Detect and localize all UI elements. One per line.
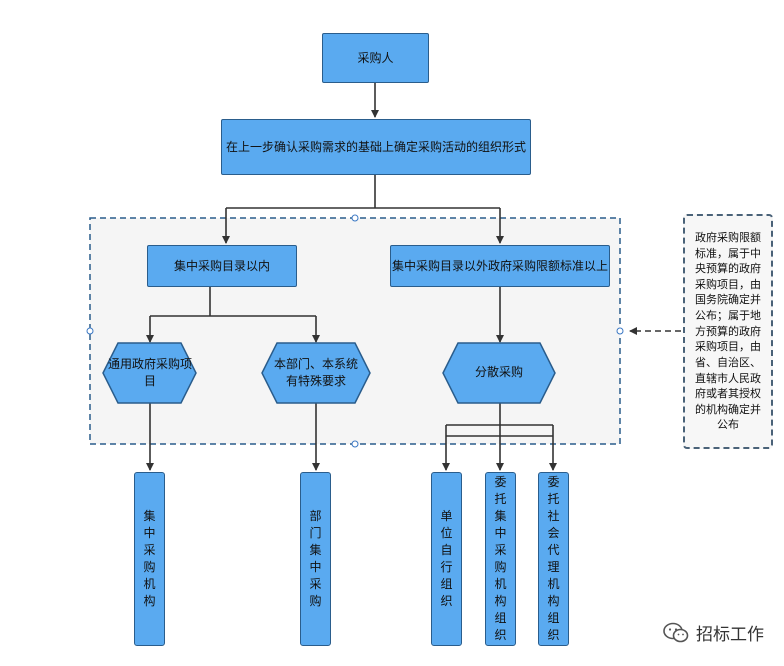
vertical-char: 构 — [494, 594, 507, 609]
vertical-char: 代 — [547, 542, 560, 557]
vertical-char: 织 — [494, 628, 507, 643]
vertical-char: 集 — [309, 542, 322, 557]
vertical-char: 中 — [309, 560, 322, 574]
watermark: 招标工作 — [662, 620, 764, 645]
node-general-items-label: 通用政府采购项目 — [108, 356, 193, 388]
vertical-char: 织 — [547, 628, 560, 643]
vertical-char: 机 — [143, 577, 156, 592]
vertical-char: 机 — [494, 577, 507, 592]
vertical-char: 购 — [494, 560, 507, 574]
hex-special-requirements — [261, 342, 371, 404]
watermark-text: 招标工作 — [696, 625, 764, 645]
vertical-char: 组 — [547, 611, 560, 626]
vertical-char: 中 — [143, 525, 156, 540]
vertical-char: 购 — [143, 560, 156, 574]
vertical-char: 托 — [547, 491, 560, 506]
vertical-char: 构 — [547, 594, 560, 609]
limit-standard-note: 政府采购限额标准，属于中央预算的政府采购项目，由国务院确定并公布；属于地方预算的… — [683, 214, 773, 449]
node-confirm-form: 在上一步确认采购需求的基础上确定采购活动的组织形式 — [221, 119, 531, 175]
vertical-char: 构 — [143, 594, 156, 609]
vertical-char: 组 — [494, 611, 507, 626]
vertical-char: 行 — [440, 560, 453, 574]
node-outside-catalog: 集中采购目录以外政府采购限额标准以上 — [390, 245, 610, 287]
vertical-char: 单 — [440, 508, 453, 523]
node-within-catalog: 集中采购目录以内 — [147, 245, 297, 287]
node-entrust-central: 委托集中采购机构组织 — [485, 472, 516, 646]
vertical-char: 组 — [440, 577, 453, 592]
hex-general-items — [102, 342, 197, 404]
vertical-char: 集 — [494, 508, 507, 523]
vertical-char: 采 — [143, 542, 156, 557]
vertical-char: 托 — [494, 491, 507, 506]
vertical-char: 自 — [440, 542, 453, 557]
node-purchaser: 采购人 — [322, 33, 429, 83]
vertical-char: 采 — [309, 577, 322, 592]
vertical-char: 位 — [440, 525, 453, 540]
vertical-char: 中 — [494, 525, 507, 540]
wechat-icon — [663, 622, 689, 642]
node-special-requirements-label: 本部门、本系统有特殊要求 — [273, 356, 358, 388]
vertical-char: 社 — [547, 508, 560, 523]
vertical-char: 委 — [547, 474, 560, 489]
vertical-char: 织 — [440, 594, 453, 609]
vertical-char: 购 — [309, 594, 322, 609]
vertical-char: 会 — [547, 525, 560, 540]
node-central-agency: 集中采购机构 — [134, 472, 165, 646]
vertical-char: 委 — [494, 474, 507, 489]
vertical-char: 采 — [494, 542, 507, 557]
node-dept-central: 部门集中采购 — [300, 472, 331, 646]
vertical-char: 部 — [309, 508, 322, 523]
vertical-char: 理 — [547, 560, 560, 574]
vertical-char: 门 — [309, 525, 322, 540]
hex-decentralized — [442, 342, 556, 404]
vertical-char: 机 — [547, 577, 560, 592]
node-unit-self: 单位自行组织 — [431, 472, 462, 646]
node-decentralized-label: 分散采购 — [474, 365, 523, 380]
node-entrust-social: 委托社会代理机构组织 — [538, 472, 569, 646]
vertical-char: 集 — [143, 508, 156, 523]
